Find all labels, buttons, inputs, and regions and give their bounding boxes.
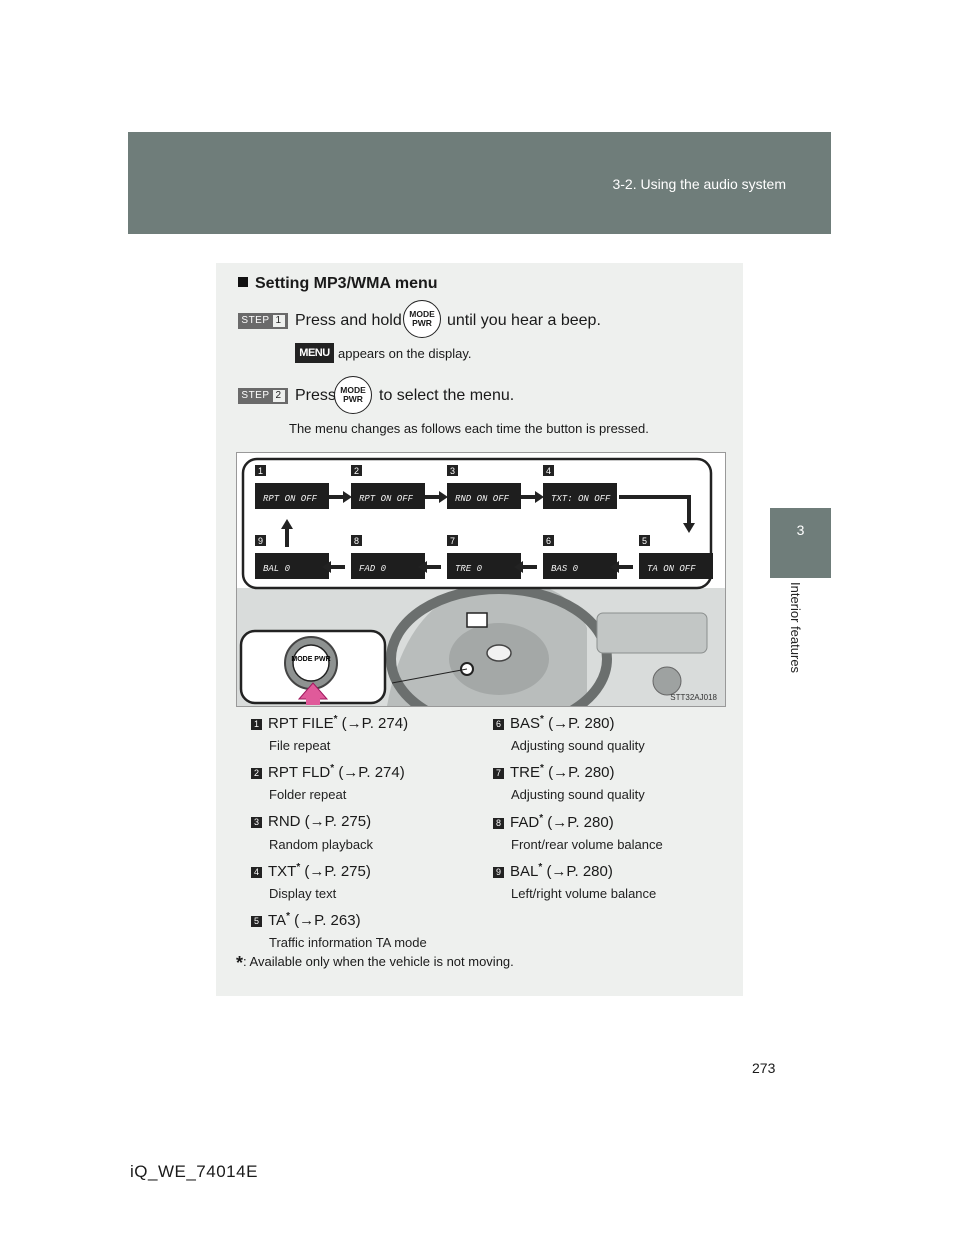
figure-code: STT32AJ018 bbox=[670, 693, 717, 702]
mode-pwr-button-icon: MODE PWR bbox=[334, 376, 372, 414]
figure-number-label-2: 2 bbox=[354, 466, 359, 476]
legend-desc-7: Adjusting sound quality bbox=[511, 787, 645, 802]
legend-desc-8: Front/rear volume balance bbox=[511, 837, 663, 852]
figure-number-badge-4 bbox=[543, 465, 554, 476]
chapter-tab: 3 bbox=[770, 508, 831, 578]
lcd-text-9: BAL 0 bbox=[263, 564, 291, 574]
legend-desc-5: Traffic information TA mode bbox=[269, 935, 427, 950]
figure-number-badge-6 bbox=[543, 535, 554, 546]
figure-number-badge-7 bbox=[447, 535, 458, 546]
lcd-text-7: TRE 0 bbox=[455, 564, 483, 574]
lcd-text-6: BAS 0 bbox=[551, 564, 579, 574]
lcd-display-5 bbox=[639, 553, 713, 579]
menu-changes-note: The menu changes as follows each time th… bbox=[289, 421, 649, 436]
chapter-label: Interior features bbox=[770, 578, 831, 698]
figure-number-label-6: 6 bbox=[546, 536, 551, 546]
figure-number-label-1: 1 bbox=[258, 466, 263, 476]
mode-pwr-button-icon: MODE PWR bbox=[403, 300, 441, 338]
lcd-text-3: RND ON OFF bbox=[455, 494, 510, 504]
figure-number-label-7: 7 bbox=[450, 536, 455, 546]
section-header: 3-2. Using the audio system bbox=[612, 176, 786, 192]
figure-number-label-4: 4 bbox=[546, 466, 551, 476]
document-code: iQ_WE_74014E bbox=[130, 1162, 258, 1181]
figure-number-label-8: 8 bbox=[354, 536, 359, 546]
figure-number-label-5: 5 bbox=[642, 536, 647, 546]
lcd-text-2: RPT ON OFF bbox=[359, 494, 414, 504]
footnote: *: Available only when the vehicle is no… bbox=[236, 953, 514, 973]
page-number: 273 bbox=[752, 1060, 776, 1076]
legend-desc-4: Display text bbox=[269, 886, 337, 901]
lcd-display-1 bbox=[255, 483, 329, 509]
figure-number-badge-3 bbox=[447, 465, 458, 476]
legend-desc-6: Adjusting sound quality bbox=[511, 738, 645, 753]
legend-desc-1: File repeat bbox=[269, 738, 331, 753]
figure-number-badge-2 bbox=[351, 465, 362, 476]
legend-desc-2: Folder repeat bbox=[269, 787, 347, 802]
figure-number-badge-9 bbox=[255, 535, 266, 546]
lcd-text-8: FAD 0 bbox=[359, 564, 387, 574]
legend-desc-9: Left/right volume balance bbox=[511, 886, 657, 901]
lcd-display-7 bbox=[447, 553, 521, 579]
figure-mode-label: MODE PWR bbox=[291, 656, 330, 663]
figure-number-badge-5 bbox=[639, 535, 650, 546]
figure-number-badge-8 bbox=[351, 535, 362, 546]
chapter-label-text: Interior features bbox=[788, 582, 803, 674]
menu-note: appears on the display. bbox=[338, 346, 472, 361]
lcd-text-5: TA ON OFF bbox=[647, 564, 696, 574]
step-2-text-after: to select the menu. bbox=[379, 387, 515, 404]
lcd-display-6 bbox=[543, 553, 617, 579]
asterisk-icon: * bbox=[236, 953, 244, 973]
step-1-text-before: Press and hold bbox=[295, 312, 402, 329]
menu-display-icon: MENU bbox=[295, 343, 334, 363]
lcd-text-1: RPT ON OFF bbox=[263, 494, 318, 504]
bullet-square-icon bbox=[238, 277, 248, 287]
legend-desc-3: Random playback bbox=[269, 837, 374, 852]
figure-number-badge-1 bbox=[255, 465, 266, 476]
lcd-display-2 bbox=[351, 483, 425, 509]
page-header: 3-2. Using the audio system bbox=[128, 132, 831, 234]
lcd-text-4: TXT: ON OFF bbox=[551, 494, 611, 504]
lcd-display-3 bbox=[447, 483, 521, 509]
lcd-display-8 bbox=[351, 553, 425, 579]
figure-number-label-9: 9 bbox=[258, 536, 263, 546]
lcd-display-9 bbox=[255, 553, 329, 579]
section-title: Setting MP3/WMA menu bbox=[238, 275, 438, 293]
step-1-text-after: until you hear a beep. bbox=[447, 312, 601, 329]
chapter-number: 3 bbox=[796, 522, 805, 538]
lcd-display-4 bbox=[543, 483, 617, 509]
figure-number-label-3: 3 bbox=[450, 466, 455, 476]
step-2-text-before: Press bbox=[295, 387, 336, 404]
